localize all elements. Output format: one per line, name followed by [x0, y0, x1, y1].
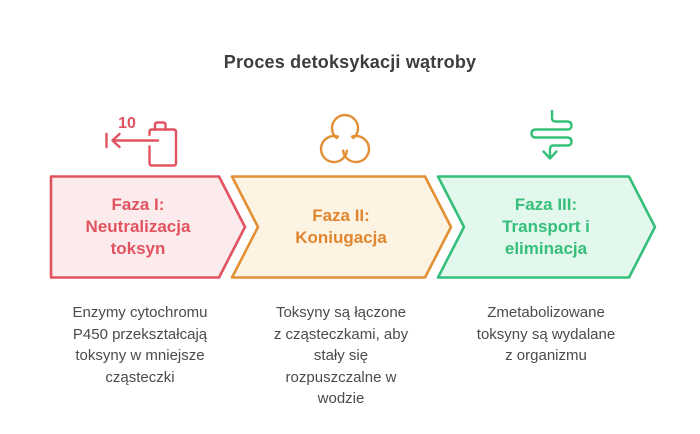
phase-1-label: Faza I: Neutralizacja toksyn [85, 195, 191, 258]
phase-3-label: Faza III: Transport i eliminacja [502, 195, 590, 258]
phase-3-arrow-shape [436, 175, 657, 279]
phase-2-description: Toksyny są łączone z cząsteczkami, aby s… [273, 304, 409, 407]
winding-arrow-head [542, 150, 558, 160]
winding-arrow-path [530, 109, 573, 159]
biohazard-left-ring [319, 134, 349, 164]
phase-2-arrow-shape [230, 175, 453, 279]
diagram-title: Proces detoksykacji wątroby [223, 52, 477, 72]
phase-1-description: Enzymy cytochromu P450 przekształcają to… [72, 304, 208, 386]
biohazard-top-ring [330, 113, 360, 140]
export-10-icon-container [148, 128, 178, 167]
export-10-icon-arrow [111, 132, 160, 149]
phase-1-arrow-shape [49, 175, 247, 279]
export-10-icon-cap [153, 121, 167, 131]
export-10-icon-number: 10 [118, 115, 136, 132]
biohazard-right-ring [341, 134, 371, 164]
phase-3-description: Zmetabolizowane toksyny są wydalane z or… [476, 304, 616, 364]
phase-2-label: Faza II: Koniugacja [295, 206, 387, 247]
